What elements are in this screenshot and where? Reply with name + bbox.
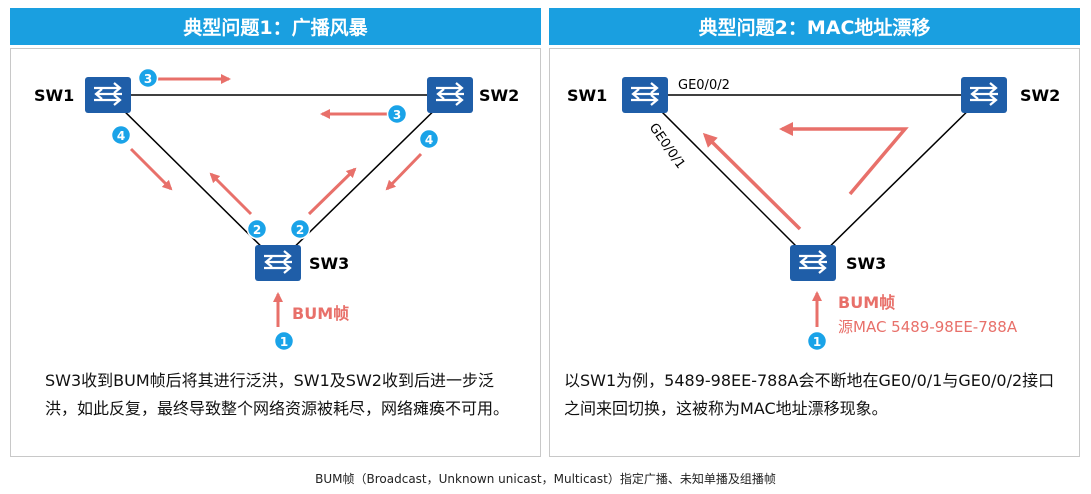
sw2-label: SW2 <box>479 86 519 105</box>
source-mac-label: 源MAC 5489-98EE-788A <box>838 318 1018 336</box>
sw2-label: SW2 <box>1020 86 1060 105</box>
mac-flapping-diagram: SW1 SW2 SW3 GE0/0/2 GE0/0/1 1 BUM帧 源MAC … <box>567 75 1060 352</box>
badge-1: 1 <box>273 330 295 352</box>
switch-sw3-icon <box>788 243 838 283</box>
link-sw2-sw3 <box>812 94 985 264</box>
switch-sw1-icon <box>620 75 670 115</box>
badge-2-right: 2 <box>289 218 311 240</box>
switch-sw3-icon <box>253 243 303 283</box>
svg-text:3: 3 <box>393 108 401 122</box>
sw1-label: SW1 <box>567 86 607 105</box>
port-ge002-label: GE0/0/2 <box>678 78 730 93</box>
arrow-2-right <box>307 167 357 216</box>
diagram-box: SW1 SW2 SW3 GE0/0/2 GE0/0/1 1 BUM帧 源MAC … <box>549 48 1080 457</box>
badge-2-left: 2 <box>246 218 268 240</box>
mac-flapping-panel: 典型问题2：MAC地址漂移 SW1 SW2 SW3 GE0/0/2 GE0/0/… <box>549 8 1080 457</box>
description: SW3收到BUM帧后将其进行泛洪，SW1及SW2收到后进一步泛洪，如此反复，最终… <box>45 371 510 418</box>
link-sw1-sw3 <box>644 94 814 264</box>
svg-text:3: 3 <box>144 72 152 86</box>
broadcast-storm-panel: 典型问题1：广播风暴 SW1 SW2 SW3 1 <box>10 8 541 457</box>
svg-text:4: 4 <box>117 129 125 143</box>
badge-4-sw2: 4 <box>418 128 440 150</box>
badge-1: 1 <box>806 330 828 352</box>
svg-text:2: 2 <box>253 223 261 237</box>
panel-title: 典型问题2：MAC地址漂移 <box>549 8 1080 45</box>
arrow-4-sw2 <box>385 152 423 191</box>
description: 以SW1为例，5489-98EE-788A会不断地在GE0/0/1与GE0/0/… <box>564 371 1055 418</box>
svg-text:1: 1 <box>813 335 821 349</box>
diagram-box: SW1 SW2 SW3 1 2 2 <box>10 48 541 457</box>
arrow-2-left <box>209 172 253 216</box>
footer-note: BUM帧（Broadcast，Unknown unicast，Multicast… <box>315 472 776 486</box>
badge-3-sw2: 3 <box>386 103 408 125</box>
badge-4-sw1: 4 <box>110 124 132 146</box>
sw3-label: SW3 <box>309 254 349 273</box>
svg-text:1: 1 <box>280 335 288 349</box>
switch-sw1-icon <box>83 75 133 115</box>
bum-frame-label: BUM帧 <box>292 304 349 323</box>
port-ge001-label: GE0/0/1 <box>646 121 688 172</box>
broadcast-storm-diagram: SW1 SW2 SW3 1 2 2 <box>34 67 519 352</box>
arrow-sw3-to-sw1 <box>702 132 802 231</box>
svg-text:4: 4 <box>425 133 433 147</box>
sw1-label: SW1 <box>34 86 74 105</box>
switch-sw2-icon <box>959 75 1009 115</box>
arrow-4-sw1 <box>129 147 173 191</box>
svg-text:2: 2 <box>296 223 304 237</box>
arrow-via-sw2 <box>779 122 909 196</box>
badge-3-sw1: 3 <box>137 67 159 89</box>
panel-title: 典型问题1：广播风暴 <box>10 8 541 45</box>
switch-sw2-icon <box>425 75 475 115</box>
bum-frame-label: BUM帧 <box>838 293 895 312</box>
sw3-label: SW3 <box>846 254 886 273</box>
